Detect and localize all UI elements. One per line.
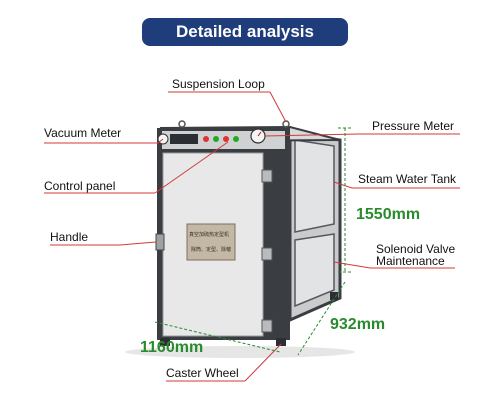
dimension-depth: 932mm [330,316,386,333]
label-caster-wheel: Caster Wheel [166,366,239,380]
caster-wheel-icon [160,338,170,346]
title-banner: Detailed analysis [142,18,348,46]
leader-lines [44,91,460,382]
suspension-loop-icon [178,120,186,128]
label-vacuum-meter: Vacuum Meter [44,126,122,140]
label-maintenance: Maintenance [376,254,445,268]
label-handle: Handle [50,230,89,244]
label-control-panel: Control panel [44,179,116,193]
door-plate-title: 真空加硫热定型机 [189,232,230,238]
handle-icon [155,233,165,251]
banner-title: Detailed analysis [176,22,314,41]
label-steam-water-tank: Steam Water Tank [358,172,457,186]
label-pressure-meter: Pressure Meter [372,119,455,133]
dimension-lines [154,127,352,356]
dimension-width: 1160mm [140,339,204,356]
door-plate-line: 除筒、定型、除皱 [191,247,232,253]
label-suspension-loop: Suspension Loop [172,77,265,91]
dimension-height: 1550mm [356,206,421,223]
hinge [261,169,273,183]
door-plate [186,223,236,261]
label-solenoid-valve: Solenoid Valve [376,242,456,256]
